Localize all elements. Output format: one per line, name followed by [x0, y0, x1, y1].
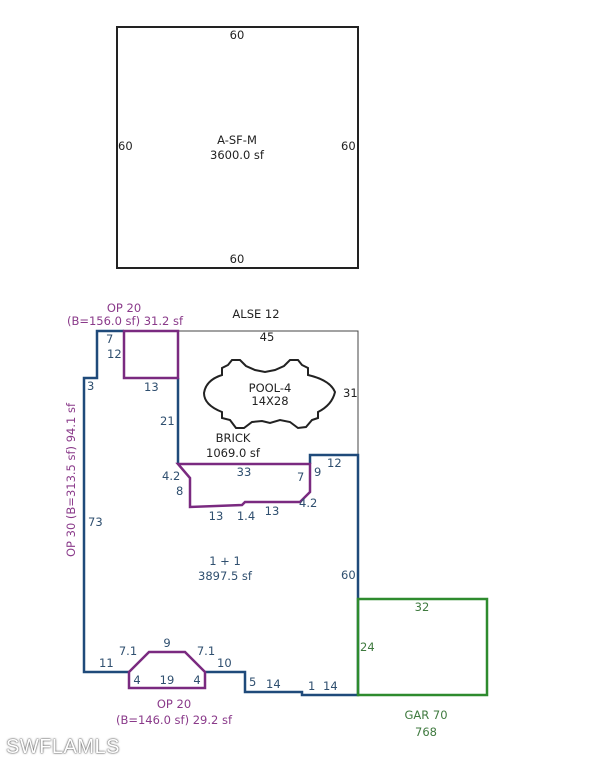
living-area-outline	[82, 329, 129, 674]
living-dim: 14	[266, 677, 281, 691]
brick-dim: 1.4	[237, 509, 255, 523]
brick-outline	[175, 462, 312, 509]
brick-area: 1069.0 sf	[206, 446, 261, 460]
living-dim: 12	[327, 456, 342, 470]
brick-dim: 13	[209, 509, 224, 523]
living-dim: 3	[87, 379, 94, 393]
op-left-label: OP 30 (B=313.5 sf) 94.1 sf	[64, 402, 78, 557]
brick-dim: 7	[297, 470, 304, 484]
op-bottom-dim: 4	[193, 673, 200, 687]
brick-name: BRICK	[216, 431, 251, 445]
brick-dim: 21	[160, 414, 175, 428]
op-top-detail: (B=156.0 sf) 31.2 sf	[67, 314, 184, 328]
alse-dim-right: 31	[343, 386, 358, 400]
building-name: A-SF-M	[217, 133, 257, 147]
op-top-dim: 13	[144, 380, 159, 394]
op-bottom-name: OP 20	[157, 697, 191, 711]
living-dim: 14	[323, 679, 338, 693]
brick-dim: 13	[265, 504, 280, 518]
dim-top: 60	[230, 28, 245, 42]
living-dim: 60	[341, 568, 356, 582]
living-dim: 73	[88, 515, 103, 529]
main-building-outline	[116, 26, 359, 269]
living-area: 3897.5 sf	[198, 569, 253, 583]
op-top-dim: 12	[107, 347, 122, 361]
dim-right: 60	[341, 139, 356, 153]
alse-outline	[178, 330, 359, 456]
living-name: 1 + 1	[209, 554, 241, 568]
pool-shape	[202, 359, 337, 430]
living-area-outline-2	[205, 453, 360, 697]
op-bottom-dim: 9	[163, 636, 170, 650]
living-dim: 1	[308, 679, 315, 693]
alse-dim-top: 45	[260, 330, 275, 344]
brick-dim: 33	[237, 465, 252, 479]
brick-dim: 4.2	[162, 469, 180, 483]
op-bottom-dim: 7.1	[197, 644, 215, 658]
garage-outline	[356, 597, 489, 697]
alse-label: ALSE 12	[232, 307, 279, 321]
garage-dim-top: 32	[415, 600, 430, 614]
brick-dim: 4.2	[299, 496, 317, 510]
garage-area: 768	[415, 725, 437, 739]
dim-bottom: 60	[230, 252, 245, 266]
living-dim: 11	[99, 656, 114, 670]
garage-name: GAR 70	[404, 708, 447, 722]
op-bottom-outline	[127, 650, 207, 690]
watermark: SWFLAMLS	[6, 736, 121, 758]
brick-dim: 9	[314, 465, 321, 479]
op-bottom-dim: 4	[133, 673, 140, 687]
dim-left: 60	[118, 139, 133, 153]
garage-dim-left: 24	[360, 640, 375, 654]
pool-name: POOL-4	[249, 381, 292, 395]
op-bottom-dim: 19	[160, 673, 175, 687]
brick-dim: 8	[176, 484, 183, 498]
op-bottom-detail: (B=146.0 sf) 29.2 sf	[116, 713, 233, 727]
living-dim: 5	[249, 675, 256, 689]
op-top-outline	[122, 329, 180, 380]
building-area: 3600.0 sf	[210, 148, 265, 162]
pool-size: 14X28	[251, 394, 288, 408]
op-top-dim: 7	[106, 332, 113, 346]
op-bottom-dim: 7.1	[119, 644, 137, 658]
op-top-name: OP 20	[107, 301, 141, 315]
living-dim: 10	[217, 656, 232, 670]
